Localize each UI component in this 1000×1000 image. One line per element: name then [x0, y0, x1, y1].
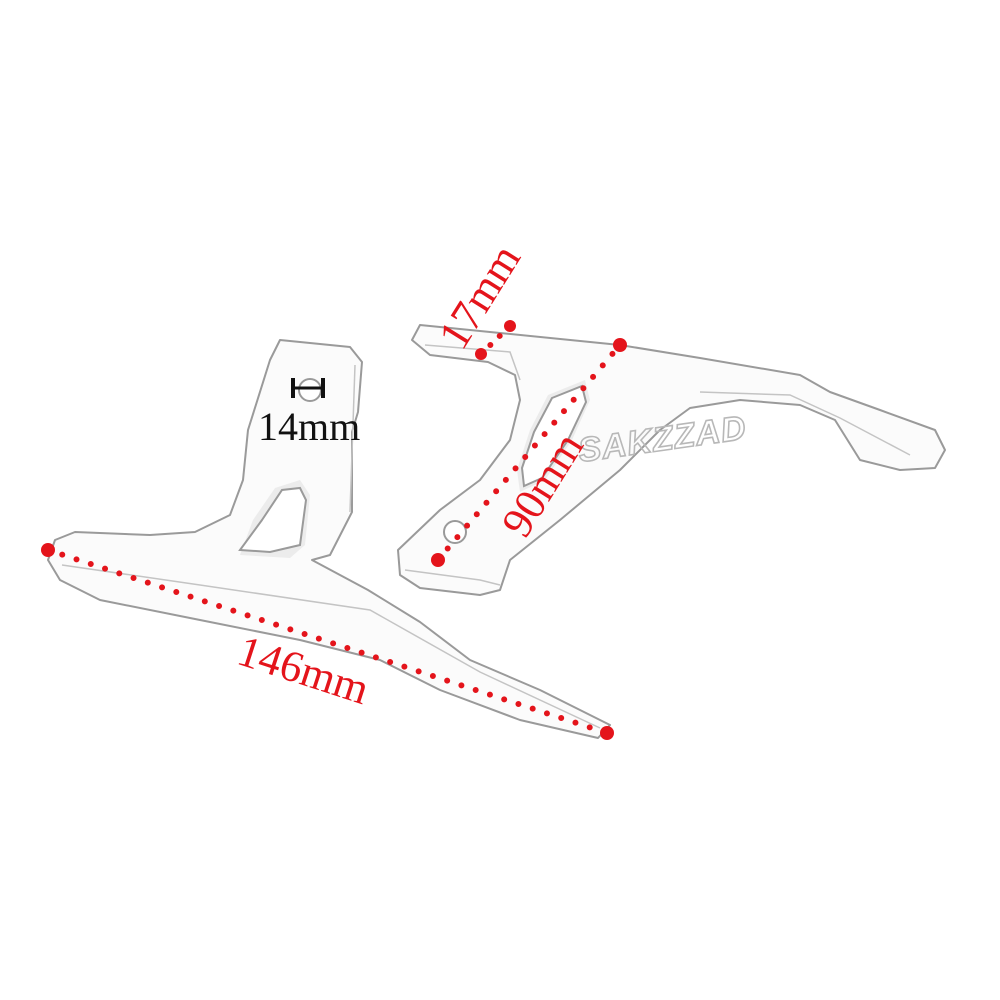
diagonal-endpoint-start — [431, 553, 445, 567]
left-bracket — [47, 339, 611, 739]
length-endpoint-start — [41, 543, 55, 557]
hole-dimension-label: 14mm — [258, 404, 360, 449]
right-bracket — [397, 324, 946, 596]
width-endpoint-end — [504, 320, 516, 332]
length-endpoint-end — [600, 726, 614, 740]
hole-dimension: 14mm — [258, 378, 360, 449]
width-endpoint-start — [475, 348, 487, 360]
diagonal-endpoint-end — [613, 338, 627, 352]
